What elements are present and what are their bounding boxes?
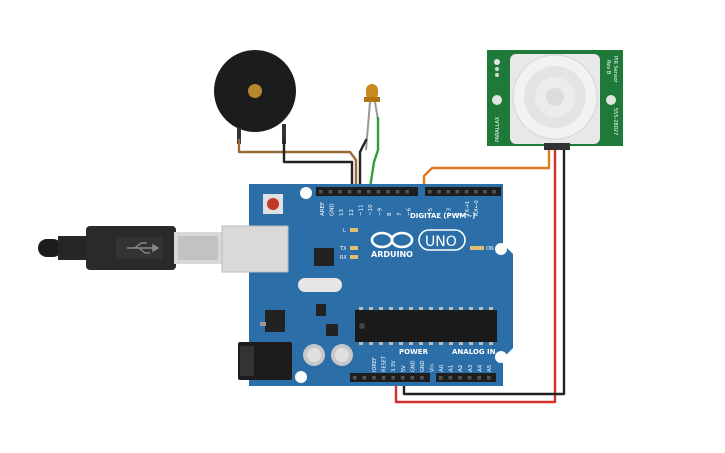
arduino-logo-text: ARDUINO [371,250,413,259]
pin-label-14: TX→1 [465,201,471,217]
wire-pir-orange[interactable] [422,144,551,190]
analog-pin-label-0: A0 [439,364,445,372]
power-pin-label-0: IOREF [372,357,378,372]
analog-pin-label-1: A1 [449,365,455,372]
usb-cable[interactable] [38,226,222,270]
wire-led-black[interactable] [358,138,368,190]
led-tx-label: TX [339,246,347,252]
led-rx-label: RX [340,255,347,261]
pin-label-9: ~6 [406,207,412,216]
pin-label-1: GND [330,203,336,216]
wire-buzzer-brown[interactable] [237,138,358,190]
pin-label-2: 13 [339,209,345,216]
analog-pin-label-2: A2 [458,365,464,372]
piezo-buzzer[interactable] [214,50,296,144]
pir-text-left: PARALLAX [495,116,501,142]
on-led [470,246,484,250]
led-l-label: L [343,228,346,234]
pin-label-8: 7 [397,212,403,216]
analog-pin-label-4: A4 [477,364,483,372]
led-l [350,228,358,232]
pir-text-right-3: 555-28027 [612,108,618,135]
arduino-logo-icon [370,231,414,249]
pin-label-0: AREF [320,202,326,216]
analog-pin-label-5: A5 [487,364,493,372]
wire-pir-red[interactable] [394,144,557,404]
power-pin-label-1: RESET [382,355,388,372]
power-label: POWER [399,348,429,356]
digital-label: DIGITAL (PWM~) [410,212,475,220]
analog-pin-label-3: A3 [468,364,474,372]
analog-label: ANALOG IN [452,348,496,356]
pin-label-3: 12 [349,209,355,216]
pir-text-right-2: Rev B [605,60,611,75]
led-rx [350,255,358,259]
power-pin-label-2: 3.3V [391,360,397,372]
power-pin-label-3: 5V [401,365,407,372]
pin-label-6: ~9 [378,207,384,216]
bottom-pin-holes [353,376,491,380]
pir-sensor[interactable]: PARALLAX PIR Sensor Rev B 555-28027 [487,50,623,150]
pin-label-13: 2 [456,213,462,217]
power-pin-label-5: GND [420,360,426,372]
pin-label-15: RX←0 [474,200,480,216]
wire-buzzer-black[interactable] [282,138,354,190]
usb-symbol-icon [127,242,160,254]
pir-text-right-1: PIR Sensor [612,56,618,84]
top-pin-holes [319,190,496,194]
on-label: ON [486,246,494,252]
pin-label-4: ~11 [358,204,364,216]
pin-label-10: ~5 [428,207,434,216]
power-pin-label-6: Vin [430,364,436,372]
led-tx [350,246,358,250]
pin-label-12: ~3 [446,207,452,216]
pin-label-11: 4 [437,212,443,216]
reset-button[interactable] [263,194,283,214]
pin-label-7: 8 [387,212,393,216]
microcontroller-chip [355,310,497,342]
wire-led-green[interactable] [368,116,380,190]
uno-label: UNO [425,234,457,250]
pin-label-5: ~10 [368,204,374,216]
power-pin-label-4: GND [410,360,416,372]
